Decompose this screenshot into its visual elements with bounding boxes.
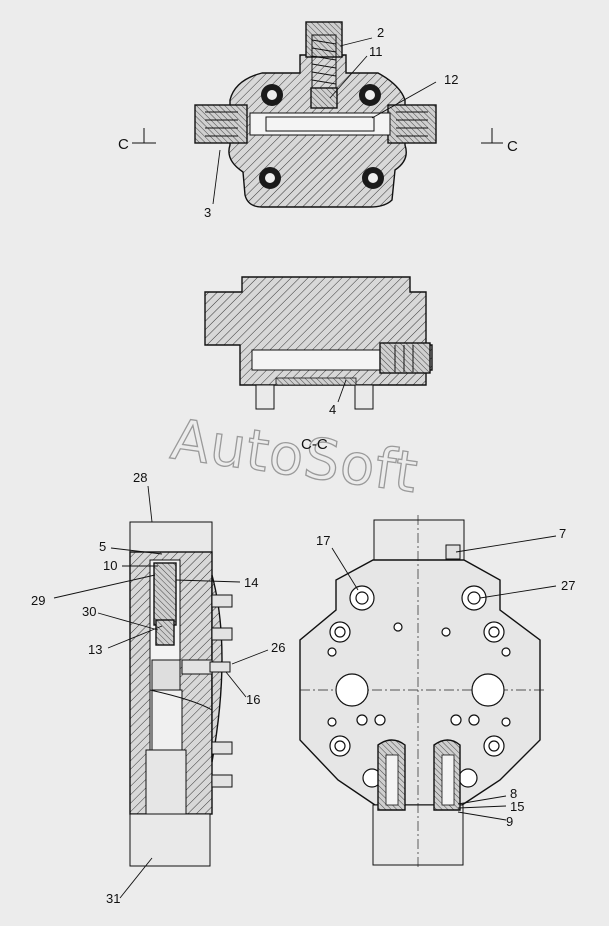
callout-11: 11 xyxy=(369,44,383,59)
watermark-text: AutoSoft xyxy=(167,407,422,506)
callout-8: 8 xyxy=(510,786,517,801)
right-section-view xyxy=(299,515,557,870)
callout-9: 9 xyxy=(506,814,513,829)
section-marker-left: C xyxy=(118,136,129,153)
section-title: C-C xyxy=(301,436,328,453)
left-section-view xyxy=(53,485,269,899)
top-section-view xyxy=(132,21,503,208)
callout-4: 4 xyxy=(329,402,336,417)
front-elevation-view xyxy=(204,276,433,410)
callout-labels: 2 11 12 3 C C 4 C-C 28 5 10 29 30 13 14 … xyxy=(31,25,575,906)
section-marker-right: C xyxy=(507,138,518,155)
callout-17: 17 xyxy=(316,533,330,548)
callout-10: 10 xyxy=(103,558,117,573)
callout-3: 3 xyxy=(204,205,211,220)
callout-15: 15 xyxy=(510,799,524,814)
callout-12: 12 xyxy=(444,72,458,87)
callout-26: 26 xyxy=(271,640,285,655)
callout-5: 5 xyxy=(99,539,106,554)
callout-29: 29 xyxy=(31,593,45,608)
callout-31: 31 xyxy=(106,891,120,906)
callout-14: 14 xyxy=(244,575,258,590)
callout-7: 7 xyxy=(559,526,566,541)
callout-30: 30 xyxy=(82,604,96,619)
callout-16: 16 xyxy=(246,692,260,707)
callout-28: 28 xyxy=(133,470,147,485)
callout-13: 13 xyxy=(88,642,102,657)
callout-27: 27 xyxy=(561,578,575,593)
callout-2: 2 xyxy=(377,25,384,40)
